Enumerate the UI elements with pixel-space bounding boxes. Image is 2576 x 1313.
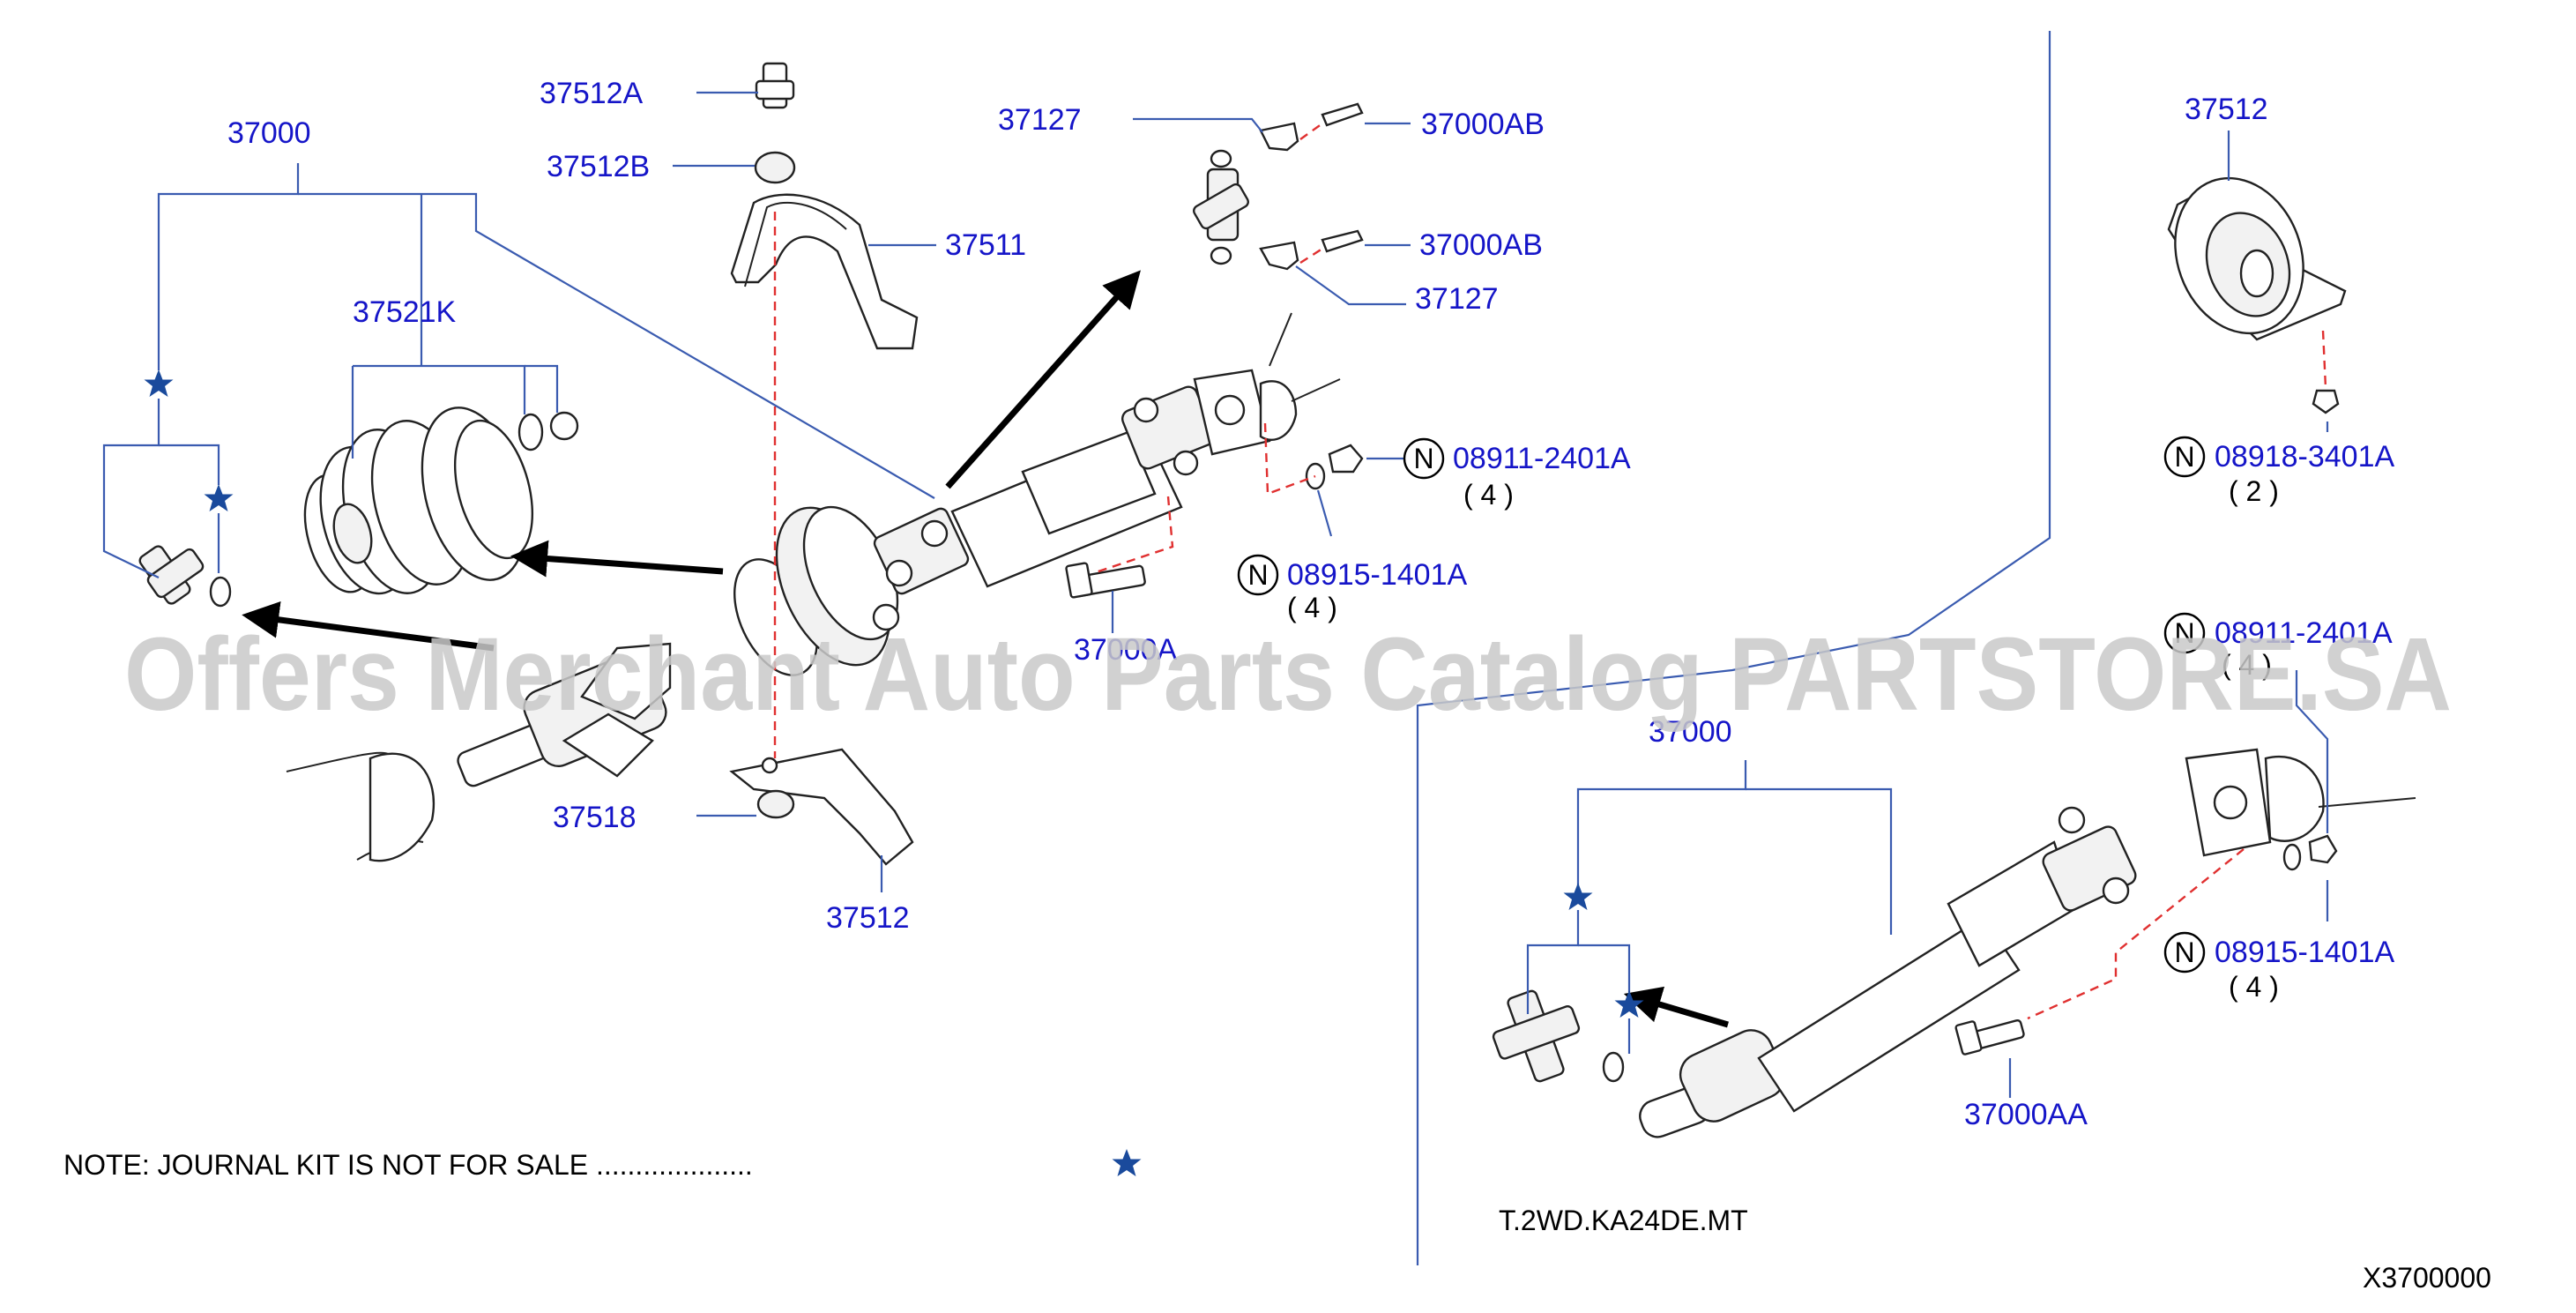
diagram-code: X3700000 <box>2363 1262 2491 1294</box>
right-journal-drawing <box>1492 989 1625 1083</box>
part-number-37000aa[interactable]: 37000AA <box>1964 1098 2088 1131</box>
part-number-37127-lower[interactable]: 37127 <box>1415 282 1499 316</box>
n-symbol: N <box>2174 617 2194 649</box>
part-number-37512b[interactable]: 37512B <box>547 150 650 183</box>
star-icon <box>144 369 174 397</box>
n-circle-icon <box>2163 436 2206 478</box>
journal-kit-note: NOTE: JOURNAL KIT IS NOT FOR SALE ......… <box>63 1149 753 1181</box>
note-star-icon <box>1112 1149 1142 1176</box>
circled-n-symbols: N N N N N <box>1237 436 2206 974</box>
part-number-08915-1401a-left[interactable]: 08915-1401A <box>1287 558 1468 592</box>
part-number-37512-bracket[interactable]: 37512 <box>826 901 910 935</box>
upper-joint-clamps-drawing <box>1193 102 1364 271</box>
quantity-right-nut: ( 4 ) <box>2222 649 2272 681</box>
part-number-37521k[interactable]: 37521K <box>353 295 457 329</box>
part-number-37000-right[interactable]: 37000 <box>1649 715 1732 749</box>
star-icon <box>1563 883 1593 910</box>
part-number-08915-1401a-right[interactable]: 08915-1401A <box>2215 936 2395 969</box>
star-icon <box>204 484 234 511</box>
center-bracket-drawing <box>729 62 919 866</box>
part-number-37512-center-bearing[interactable]: 37512 <box>2185 93 2268 126</box>
star-icon <box>1614 990 1644 1018</box>
n-symbol: N <box>1413 443 1433 474</box>
variant-label: T.2WD.KA24DE.MT <box>1499 1205 1748 1236</box>
n-circle-icon <box>2163 612 2206 654</box>
n-circle-icon <box>1237 554 1279 596</box>
left-part-labels: 37000 37521K 37512A 37512B 37511 37518 3… <box>227 77 1631 935</box>
n-symbol: N <box>1247 559 1268 591</box>
center-bearing-drawing <box>2167 176 2347 414</box>
watermark: Offers Merchant Auto Parts Catalog PARTS… <box>124 616 2452 733</box>
leader-lines <box>102 91 2329 1098</box>
part-number-37127-upper[interactable]: 37127 <box>998 103 1082 137</box>
part-number-37512a[interactable]: 37512A <box>540 77 644 110</box>
quantity-left-nut: ( 4 ) <box>1463 479 1514 511</box>
part-number-37511[interactable]: 37511 <box>945 228 1026 262</box>
left-hardware-drawing <box>773 212 1364 758</box>
n-circle-icon <box>2163 931 2206 974</box>
n-circle-icon <box>1403 437 1445 480</box>
panel-divider <box>1416 31 2051 1265</box>
right-part-labels: 37512 08918-3401A ( 2 ) 08911-2401A ( 4 … <box>1649 93 2395 1131</box>
part-number-37000ab-upper[interactable]: 37000AB <box>1421 108 1545 141</box>
left-journal-drawing <box>138 545 232 608</box>
quantity-left-washer: ( 4 ) <box>1287 592 1337 623</box>
quantity-right-washer: ( 4 ) <box>2229 971 2279 1003</box>
part-number-08911-2401a-left[interactable]: 08911-2401A <box>1453 442 1631 475</box>
direction-arrows <box>242 270 1729 1028</box>
part-number-08918-3401a[interactable]: 08918-3401A <box>2215 440 2395 474</box>
quantity-center-nut: ( 2 ) <box>2229 475 2279 507</box>
n-symbol: N <box>2174 441 2194 473</box>
part-number-37518[interactable]: 37518 <box>553 801 637 834</box>
right-shaft-assembly-drawing <box>1639 748 2416 1138</box>
flexible-coupling-drawing <box>303 407 579 595</box>
part-number-37000a[interactable]: 37000A <box>1074 633 1178 667</box>
part-number-37000ab-lower[interactable]: 37000AB <box>1419 228 1543 262</box>
part-number-37000[interactable]: 37000 <box>227 116 311 150</box>
n-symbol: N <box>2174 936 2194 968</box>
left-shaft-assembly-drawing <box>286 312 1341 862</box>
part-number-08911-2401a-right[interactable]: 08911-2401A <box>2215 616 2393 650</box>
footer-notes: NOTE: JOURNAL KIT IS NOT FOR SALE ......… <box>63 1149 2491 1294</box>
